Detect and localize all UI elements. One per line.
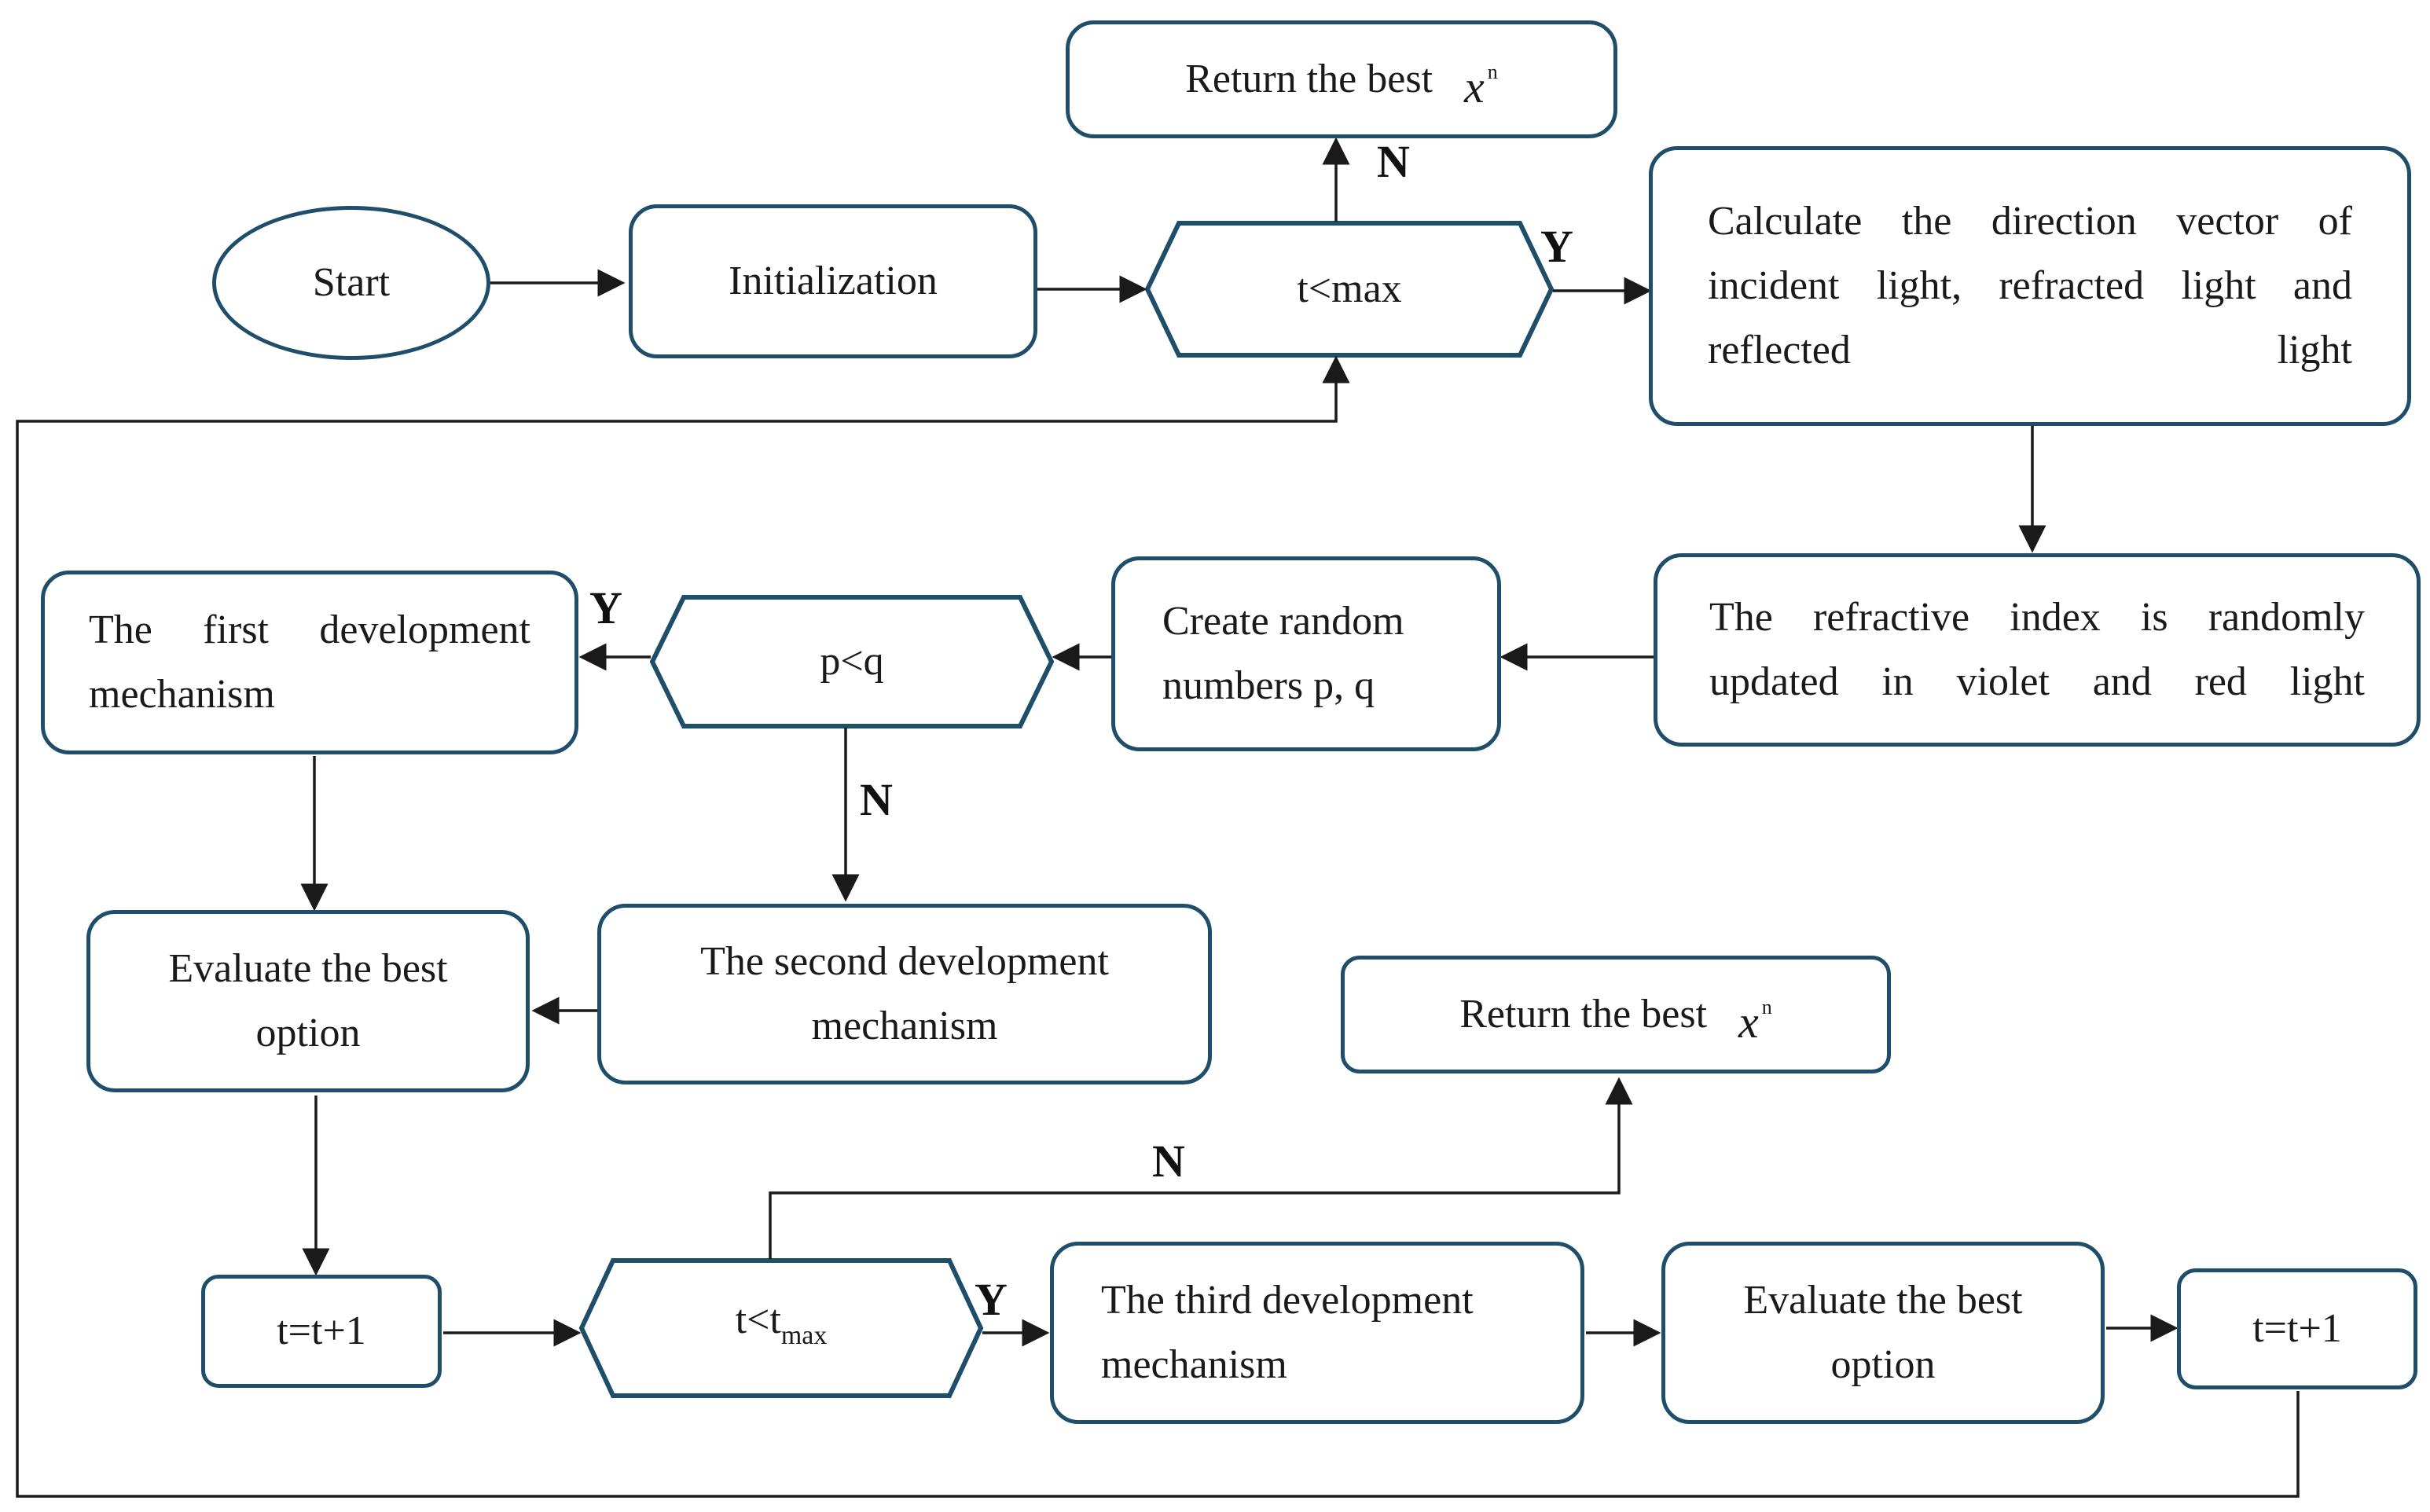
hexagon-t-tmax — [578, 1258, 984, 1398]
start-node: Start — [212, 206, 490, 360]
arrow-tmax-to-return-bottom — [769, 1077, 1633, 1259]
label-no-pq: N — [860, 774, 893, 825]
increment-left-label: t=t+1 — [277, 1308, 366, 1353]
return-best-bottom-label: Return the best — [1459, 992, 1708, 1037]
label-yes-top: Y — [1540, 221, 1573, 272]
hexagon-p-q — [649, 595, 1055, 728]
calculate-direction-label: Calculate the direction vector of incide… — [1708, 199, 2352, 372]
third-mechanism-node: The third development mechanism — [1050, 1242, 1584, 1424]
refractive-index-node: The refractive index is randomly updated… — [1654, 553, 2421, 747]
increment-right-node: t=t+1 — [2177, 1268, 2417, 1389]
calculate-direction-node: Calculate the direction vector of incide… — [1649, 146, 2411, 426]
increment-right-label: t=t+1 — [2252, 1306, 2342, 1351]
condition-p-q-label: p<q — [820, 639, 884, 684]
initialization-node: Initialization — [629, 204, 1037, 358]
condition-t-tmax: t<tmax — [613, 1261, 949, 1396]
condition-t-max: t<max — [1179, 223, 1520, 355]
create-random-label: Create random numbers p, q — [1162, 599, 1404, 708]
hexagon-t-max — [1144, 221, 1555, 358]
evaluate-best-right-node: Evaluate the best option — [1661, 1242, 2105, 1424]
return-best-top-label: Return the best — [1185, 57, 1433, 101]
label-no-bottom: N — [1152, 1136, 1185, 1187]
second-mechanism-label: The second development mechanism — [700, 939, 1109, 1048]
label-no-top: N — [1377, 136, 1410, 187]
second-mechanism-node: The second development mechanism — [597, 904, 1212, 1084]
condition-t-tmax-label: t<tmax — [735, 1297, 828, 1350]
label-yes-bottom: Y — [975, 1274, 1008, 1325]
initialization-label: Initialization — [729, 259, 938, 303]
refractive-index-label: The refractive index is randomly updated… — [1709, 595, 2365, 704]
first-mechanism-label: The first development mechanism — [89, 607, 530, 717]
condition-t-max-label: t<max — [1297, 266, 1402, 311]
evaluate-best-left-node: Evaluate the best option — [86, 910, 530, 1092]
create-random-node: Create random numbers p, q — [1111, 556, 1501, 751]
increment-left-node: t=t+1 — [201, 1275, 442, 1388]
first-mechanism-node: The first development mechanism — [41, 571, 578, 754]
start-label: Start — [312, 260, 391, 305]
evaluate-best-right-label: Evaluate the best option — [1743, 1278, 2023, 1387]
evaluate-best-left-label: Evaluate the best option — [168, 946, 448, 1055]
condition-p-q: p<q — [684, 597, 1020, 726]
third-mechanism-label: The third development mechanism — [1101, 1278, 1474, 1387]
arrow-loop-back — [16, 355, 2300, 1498]
label-yes-pq: Y — [589, 582, 622, 633]
